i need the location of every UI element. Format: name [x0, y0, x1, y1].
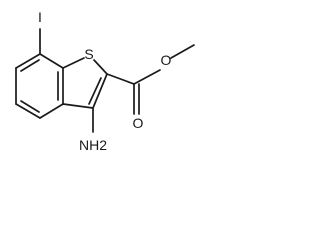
bond-sulfur-c2 [93, 59, 108, 75]
bond-c2-c3 [92, 73, 108, 109]
bond-ester-oxygen-methyl [170, 44, 195, 59]
carbonyl-oxygen-atom-label: O [133, 115, 144, 131]
bond-c2-c3-inner [88, 77, 102, 105]
bond-c7-c7a [39, 53, 64, 69]
bond-c6-c7-inner [20, 59, 40, 72]
bond-c4-c5-inner [20, 100, 40, 113]
bond-c3-c3a [62, 103, 94, 109]
ester-oxygen-atom-label: O [161, 52, 172, 68]
methyl-3-amino-7-iodo-benzothiophene-2-carboxylate-structure: I S O O NH2 [15, 9, 195, 153]
bond-c7a-sulfur [62, 57, 85, 69]
chemical-structure-canvas: I S O O NH2 [15, 9, 195, 153]
bond-c2-carbonyl-carbon [106, 73, 135, 85]
bond-c4-c5 [15, 103, 41, 119]
iodine-atom-label: I [38, 9, 42, 25]
amine-group-label: NH2 [79, 137, 107, 153]
sulfur-atom-label: S [84, 46, 93, 62]
bond-c3a-c4 [39, 103, 64, 119]
bond-carbonyl-carbon-ester-oxygen [133, 69, 161, 85]
bond-c6-c7 [15, 53, 41, 69]
